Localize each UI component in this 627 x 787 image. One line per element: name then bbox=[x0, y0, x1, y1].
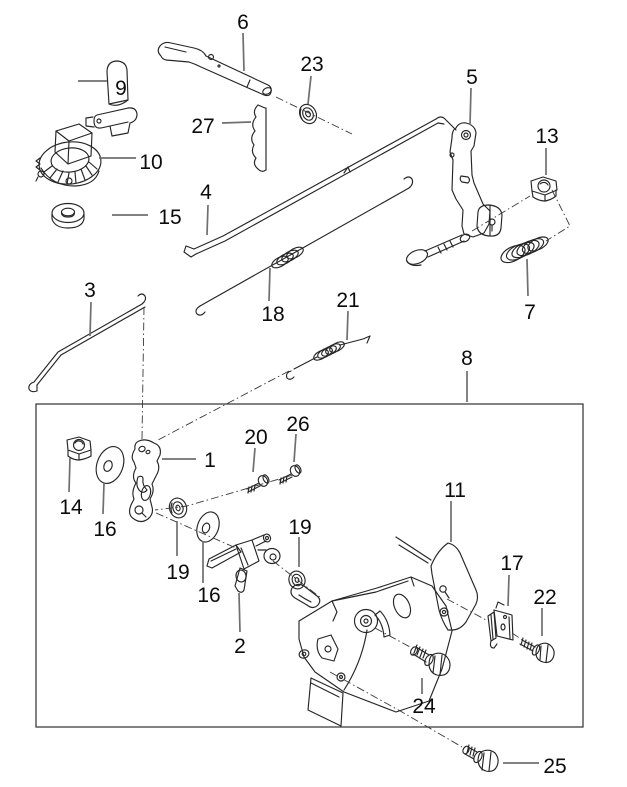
callout-8: 8 bbox=[461, 347, 473, 370]
centerline-nut13-to-spring7 bbox=[545, 189, 571, 242]
part-25-bolt bbox=[462, 744, 499, 773]
part-11-control-bracket bbox=[290, 536, 479, 727]
part-23-grommet bbox=[298, 103, 318, 125]
part-16-oval-washer-2 bbox=[196, 511, 220, 543]
part-6-control-rod bbox=[157, 41, 272, 97]
assembly-centerlines bbox=[141, 96, 571, 748]
part-14-nut bbox=[66, 436, 92, 461]
part-5-bracket bbox=[449, 122, 503, 238]
leader-7 bbox=[526, 258, 529, 297]
leader-20 bbox=[252, 447, 256, 473]
centerline-bracket11-to-bolt25 bbox=[329, 671, 463, 748]
part-18-spring-rod bbox=[195, 176, 414, 316]
part-24-bolt bbox=[409, 644, 451, 677]
callout-4: 4 bbox=[200, 181, 212, 204]
part-1-governor-lever bbox=[128, 439, 161, 523]
centerline-spring21-to-lever1 bbox=[157, 370, 290, 441]
part-9-knob bbox=[85, 60, 138, 137]
part-3-bent-rod bbox=[28, 293, 147, 393]
callout-10: 10 bbox=[139, 151, 162, 174]
callout-23: 23 bbox=[300, 53, 323, 76]
part-17-clamp-plate bbox=[487, 601, 514, 649]
callout-3: 3 bbox=[84, 279, 96, 302]
leader-3 bbox=[89, 301, 92, 337]
centerline-bracket11-to-bolt24 bbox=[374, 627, 413, 649]
part-8-assembly-box bbox=[35, 403, 584, 728]
centerline-rod6-to-washer23 bbox=[275, 96, 353, 135]
leader-26 bbox=[293, 433, 297, 463]
callout-9: 9 bbox=[115, 77, 127, 100]
callout-11: 11 bbox=[444, 479, 466, 502]
callout-21: 21 bbox=[336, 289, 359, 312]
leader-6 bbox=[242, 32, 245, 72]
leader-21 bbox=[346, 310, 349, 341]
callout-7: 7 bbox=[524, 301, 536, 324]
leader-27 bbox=[221, 121, 252, 124]
callout-13: 13 bbox=[535, 125, 558, 148]
part-19-grommet-2 bbox=[288, 570, 306, 590]
part-13-nut bbox=[530, 176, 558, 202]
centerline-bolt-to-nut13 bbox=[471, 195, 531, 232]
callout-19b: 19 bbox=[288, 516, 311, 539]
leader-2 bbox=[238, 592, 241, 633]
callout-16a: 16 bbox=[93, 518, 116, 541]
callout-5: 5 bbox=[466, 66, 478, 89]
callout-24: 24 bbox=[412, 695, 436, 718]
callout-25: 25 bbox=[543, 755, 566, 778]
callout-26: 26 bbox=[286, 413, 309, 436]
part-15-washer bbox=[51, 202, 85, 229]
callout-20: 20 bbox=[244, 426, 267, 449]
leader-23 bbox=[307, 75, 312, 105]
leader-16a bbox=[102, 482, 105, 515]
part-20-screw bbox=[246, 474, 270, 494]
part-16-oval-washer-1 bbox=[95, 446, 125, 484]
part-10-fan-wheel bbox=[35, 123, 102, 187]
callout-2: 2 bbox=[234, 635, 246, 658]
carriage-bolt bbox=[405, 233, 471, 267]
callout-labels: 6 23 9 27 10 5 13 15 4 7 18 3 21 8 1 26 … bbox=[59, 11, 566, 778]
callout-18: 18 bbox=[261, 303, 284, 326]
callout-22: 22 bbox=[533, 586, 556, 609]
centerline-bracket11-to-plate17 bbox=[446, 598, 489, 622]
callout-16b: 16 bbox=[197, 584, 220, 607]
callout-19a: 19 bbox=[166, 561, 189, 584]
callout-27: 27 bbox=[191, 115, 214, 138]
part-22-bolt bbox=[519, 637, 555, 664]
callout-17: 17 bbox=[500, 552, 523, 575]
callout-15: 15 bbox=[158, 206, 181, 229]
part-2-control-lever bbox=[206, 533, 281, 593]
centerline-screws-to-lever1 bbox=[154, 474, 294, 511]
callout-1: 1 bbox=[204, 449, 216, 472]
centerline-rod3-to-lever1 bbox=[141, 306, 145, 440]
leader-5 bbox=[469, 87, 472, 126]
part-21-spring-link bbox=[285, 335, 371, 380]
centerline-lever2-to-bracket11 bbox=[272, 560, 322, 599]
leader-17 bbox=[507, 574, 510, 607]
part-27-bracket-strip bbox=[251, 104, 267, 172]
leader-4 bbox=[206, 204, 209, 236]
part-26-screw bbox=[278, 464, 302, 485]
centerline-lever1-to-lever2 bbox=[155, 512, 237, 549]
callout-14: 14 bbox=[59, 496, 83, 519]
part-7-spring bbox=[500, 236, 549, 264]
callout-6: 6 bbox=[237, 11, 249, 34]
callout-leaders bbox=[68, 32, 547, 764]
part-4-link-rod bbox=[183, 116, 457, 258]
leader-14 bbox=[68, 457, 71, 493]
leader-18 bbox=[268, 267, 271, 302]
centerline-plate17-to-bolt22 bbox=[511, 632, 528, 644]
